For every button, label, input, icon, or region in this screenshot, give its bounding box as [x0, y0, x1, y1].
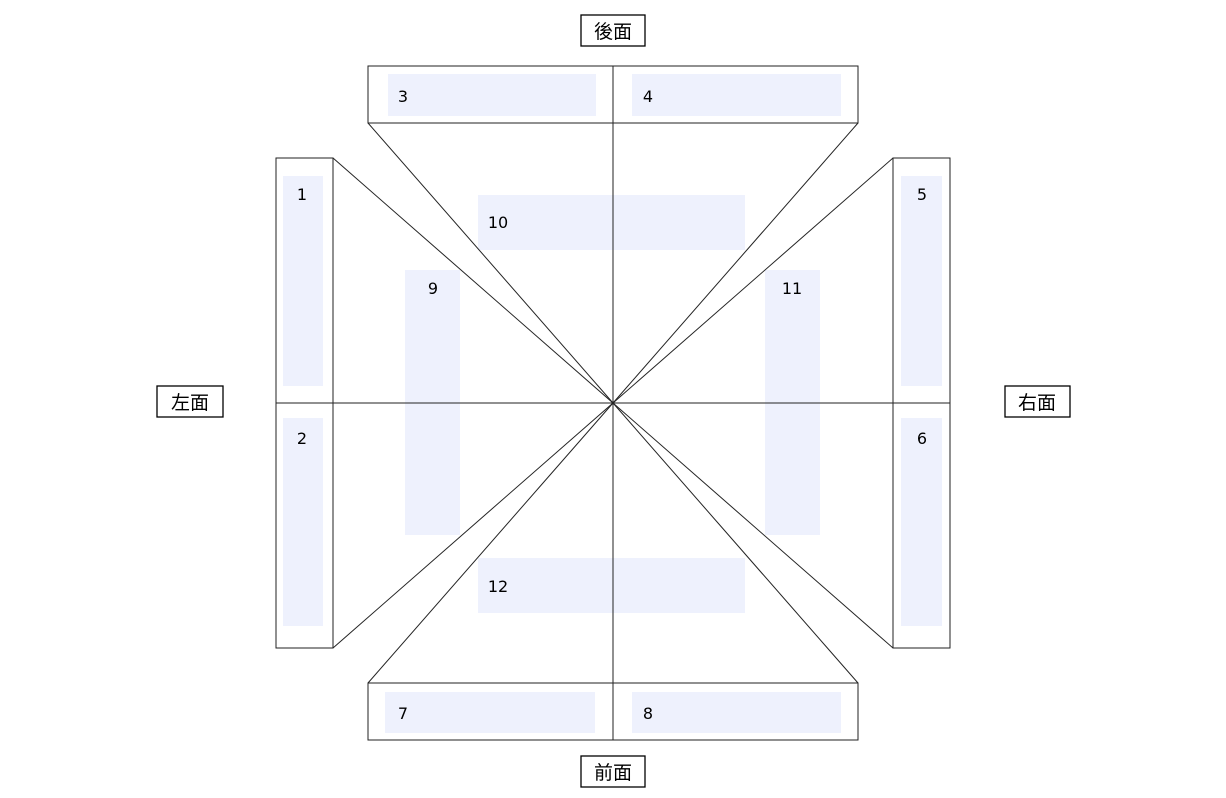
diagonal-lines [332, 122, 894, 684]
zone-panel-7 [385, 692, 595, 733]
zone-label-5: 5 [917, 185, 927, 204]
zone-panel-3 [388, 74, 596, 116]
diagonal-to-left-bottom [332, 402, 614, 649]
diagonal-to-front-left [367, 402, 614, 684]
zone-panel-4 [632, 74, 841, 116]
diagonal-to-right-top [612, 157, 894, 404]
zone-panel-10 [478, 195, 745, 250]
zone-panel-2 [283, 418, 323, 626]
zone-panel-8 [632, 692, 841, 733]
diagonal-to-back-left [367, 122, 614, 404]
diagonal-to-left-top [332, 157, 614, 404]
side-label-left-box [156, 385, 224, 418]
diagonal-to-front-right [612, 402, 859, 684]
side-label-left: 左面 [156, 385, 224, 418]
zone-panel-6 [901, 418, 942, 626]
side-label-right-box [1004, 385, 1071, 418]
zone-label-10: 10 [488, 213, 508, 232]
zone-panel-1 [283, 176, 323, 386]
side-label-back: 後面 [580, 14, 646, 47]
side-label-front-text: 前面 [594, 762, 632, 784]
zone-label-9: 9 [428, 279, 438, 298]
side-label-back-text: 後面 [594, 21, 632, 43]
zone-label-4: 4 [643, 87, 653, 106]
zone-label-1: 1 [297, 185, 307, 204]
diagonal-to-right-bottom [612, 402, 894, 649]
diagonal-to-back-right [612, 122, 859, 404]
zone-label-11: 11 [782, 279, 802, 298]
side-label-left-text: 左面 [171, 392, 209, 414]
zone-panel-12 [478, 558, 745, 613]
side-label-right: 右面 [1004, 385, 1071, 418]
zone-label-6: 6 [917, 429, 927, 448]
zone-label-3: 3 [398, 87, 408, 106]
zone-label-8: 8 [643, 704, 653, 723]
side-label-right-text: 右面 [1018, 392, 1056, 414]
zone-label-2: 2 [297, 429, 307, 448]
zone-labels: 1 2 3 4 5 6 7 8 9 10 11 12 [297, 87, 927, 723]
side-label-front: 前面 [580, 755, 646, 788]
zone-label-7: 7 [398, 704, 408, 723]
side-label-back-box [580, 14, 646, 47]
side-label-front-box [580, 755, 646, 788]
zone-label-12: 12 [488, 577, 508, 596]
zone-panel-5 [901, 176, 942, 386]
